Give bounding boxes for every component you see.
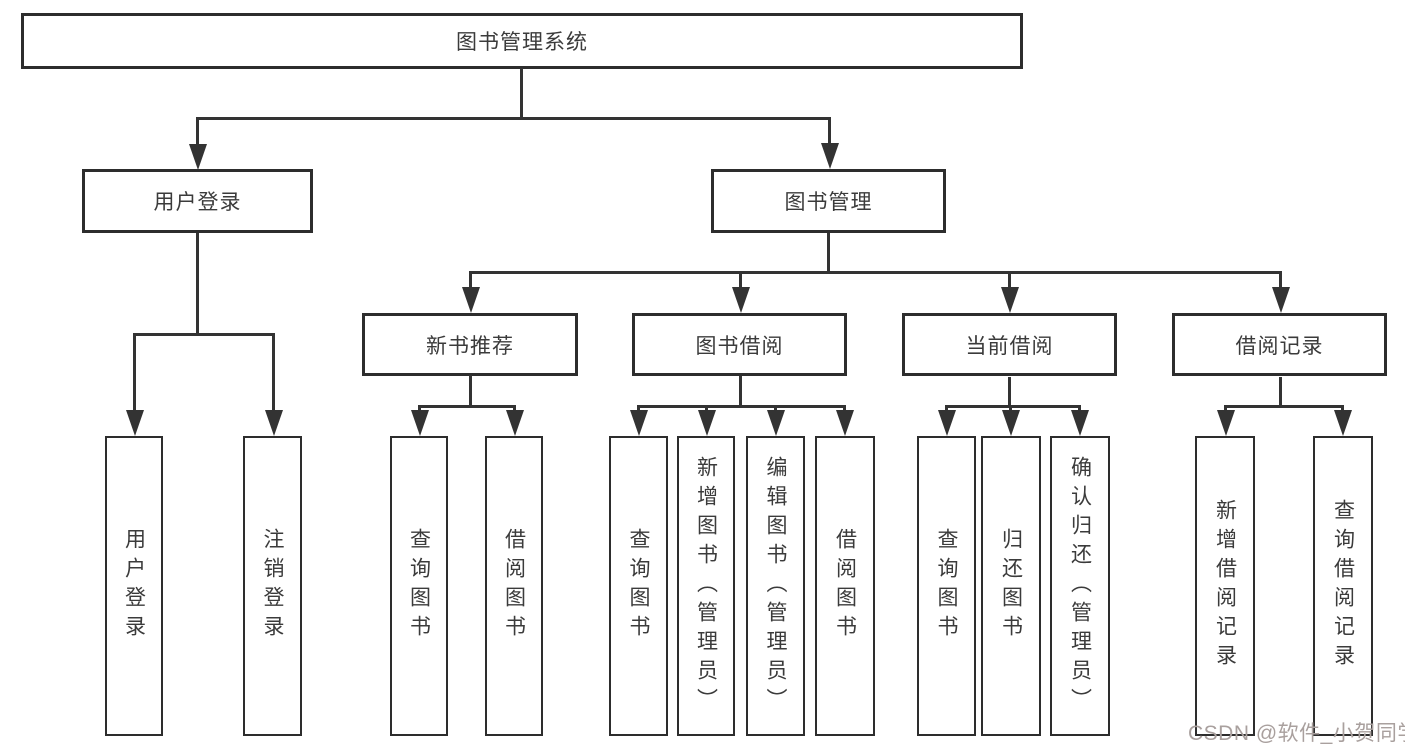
- leaf-user-login: 用户登录: [105, 436, 163, 736]
- connector-root-drop: [520, 68, 523, 118]
- leaf-add-borrow-record: 新增借阅记录: [1195, 436, 1255, 736]
- arrowhead-user-login: [189, 144, 207, 170]
- node-borrow-records: 借阅记录: [1172, 313, 1387, 376]
- node-label: 当前借阅: [965, 334, 1054, 358]
- leaf-query-books-current: 查询图书: [917, 436, 976, 736]
- connector-user-login-bar: [133, 333, 275, 336]
- arrowhead-leaf-logout: [265, 410, 283, 436]
- connector-drop-records: [1279, 271, 1282, 289]
- connector-drop-borrow: [739, 271, 742, 289]
- leaf-label: 查询借阅记录: [1331, 499, 1355, 673]
- arrowhead-current: [1001, 287, 1019, 313]
- connector-current-drop: [1008, 377, 1011, 408]
- leaf-borrow-books-recommend: 借阅图书: [485, 436, 543, 736]
- connector-records-bar: [1224, 405, 1344, 408]
- node-book-borrow: 图书借阅: [632, 313, 847, 376]
- node-label: 图书管理系统: [456, 31, 588, 54]
- leaf-label: 查询图书: [627, 528, 650, 644]
- leaf-label: 用户登录: [122, 528, 146, 644]
- connector-book-mgmt-drop: [827, 233, 830, 274]
- arrowhead-records: [1272, 287, 1290, 313]
- leaf-logout: 注销登录: [243, 436, 302, 736]
- arrowhead-bor-borrow: [836, 410, 854, 436]
- connector-drop-bor-borrow: [843, 405, 846, 413]
- connector-drop-bor-query: [637, 405, 640, 413]
- node-user-login: 用户登录: [82, 169, 313, 233]
- connector-level2-bar: [469, 271, 1282, 274]
- node-label: 借阅记录: [1235, 334, 1324, 358]
- leaf-add-books-admin: 新增图书（管理员）: [677, 436, 735, 736]
- node-new-book-recommend: 新书推荐: [362, 313, 578, 376]
- connector-drop-cur-confirm: [1078, 405, 1081, 413]
- connector-drop-rec-borrow: [513, 405, 516, 413]
- leaf-borrow-books: 借阅图书: [815, 436, 875, 736]
- arrowhead-bor-query: [630, 410, 648, 436]
- connector-current-bar: [945, 405, 1081, 408]
- leaf-confirm-return-admin: 确认归还（管理员）: [1050, 436, 1110, 736]
- leaf-label: 归还图书: [999, 528, 1023, 644]
- connector-borrow-bar: [637, 405, 846, 408]
- connector-drop-user-login: [196, 117, 199, 145]
- arrowhead-recd-query: [1334, 410, 1352, 436]
- csdn-watermark: CSDN @软件_小贺同学: [1188, 722, 1405, 745]
- arrowhead-cur-return: [1002, 410, 1020, 436]
- arrowhead-bor-edit: [767, 410, 785, 436]
- arrowhead-recd-add: [1217, 410, 1235, 436]
- connector-drop-bor-edit: [774, 405, 777, 413]
- connector-records-drop: [1279, 377, 1282, 408]
- node-book-management: 图书管理: [711, 169, 946, 233]
- node-label: 图书借阅: [695, 334, 784, 358]
- connector-borrow-drop: [739, 376, 742, 408]
- node-library-system: 图书管理系统: [21, 13, 1023, 69]
- leaf-return-books: 归还图书: [981, 436, 1041, 736]
- connector-drop-cur-query: [945, 405, 948, 413]
- connector-recommend-drop: [469, 375, 472, 408]
- connector-drop-recommend: [469, 271, 472, 289]
- connector-drop-rec-query: [418, 405, 421, 413]
- leaf-label: 确认归还（管理员）: [1068, 455, 1092, 717]
- connector-drop-bor-add: [705, 405, 708, 413]
- arrowhead-leaf-login: [126, 410, 144, 436]
- connector-drop-cur-return: [1009, 405, 1012, 413]
- arrowhead-cur-query: [938, 410, 956, 436]
- arrowhead-recommend: [462, 287, 480, 313]
- connector-drop-book-mgmt: [828, 117, 831, 144]
- leaf-query-books-recommend: 查询图书: [390, 436, 448, 736]
- leaf-edit-books-admin: 编辑图书（管理员）: [746, 436, 805, 736]
- arrowhead-rec-query: [411, 410, 429, 436]
- leaf-label: 新增借阅记录: [1213, 499, 1237, 673]
- arrowhead-book-mgmt: [821, 143, 839, 169]
- leaf-label: 查询图书: [407, 528, 431, 644]
- connector-drop-leaf-logout: [272, 333, 275, 411]
- arrowhead-rec-borrow: [506, 410, 524, 436]
- connector-drop-recd-add: [1224, 405, 1227, 413]
- leaf-label: 借阅图书: [833, 528, 857, 644]
- arrowhead-borrow: [732, 287, 750, 313]
- leaf-query-borrow-record: 查询借阅记录: [1313, 436, 1373, 736]
- connector-level1-bar: [196, 117, 831, 120]
- leaf-label: 查询图书: [935, 528, 958, 644]
- leaf-label: 编辑图书（管理员）: [764, 455, 787, 717]
- connector-drop-recd-query: [1341, 405, 1344, 413]
- arrowhead-bor-add: [698, 410, 716, 436]
- node-label: 图书管理: [784, 191, 873, 214]
- node-label: 新书推荐: [426, 334, 514, 358]
- connector-recommend-bar: [418, 405, 516, 408]
- connector-drop-leaf-login: [133, 333, 136, 411]
- connector-drop-current: [1008, 271, 1011, 289]
- arrowhead-cur-confirm: [1071, 410, 1089, 436]
- leaf-label: 注销登录: [261, 528, 284, 644]
- leaf-label: 新增图书（管理员）: [694, 455, 718, 717]
- leaf-query-books-borrow: 查询图书: [609, 436, 668, 736]
- node-current-borrow: 当前借阅: [902, 313, 1117, 376]
- node-label: 用户登录: [153, 191, 242, 214]
- connector-user-login-drop: [196, 233, 199, 336]
- leaf-label: 借阅图书: [502, 528, 526, 644]
